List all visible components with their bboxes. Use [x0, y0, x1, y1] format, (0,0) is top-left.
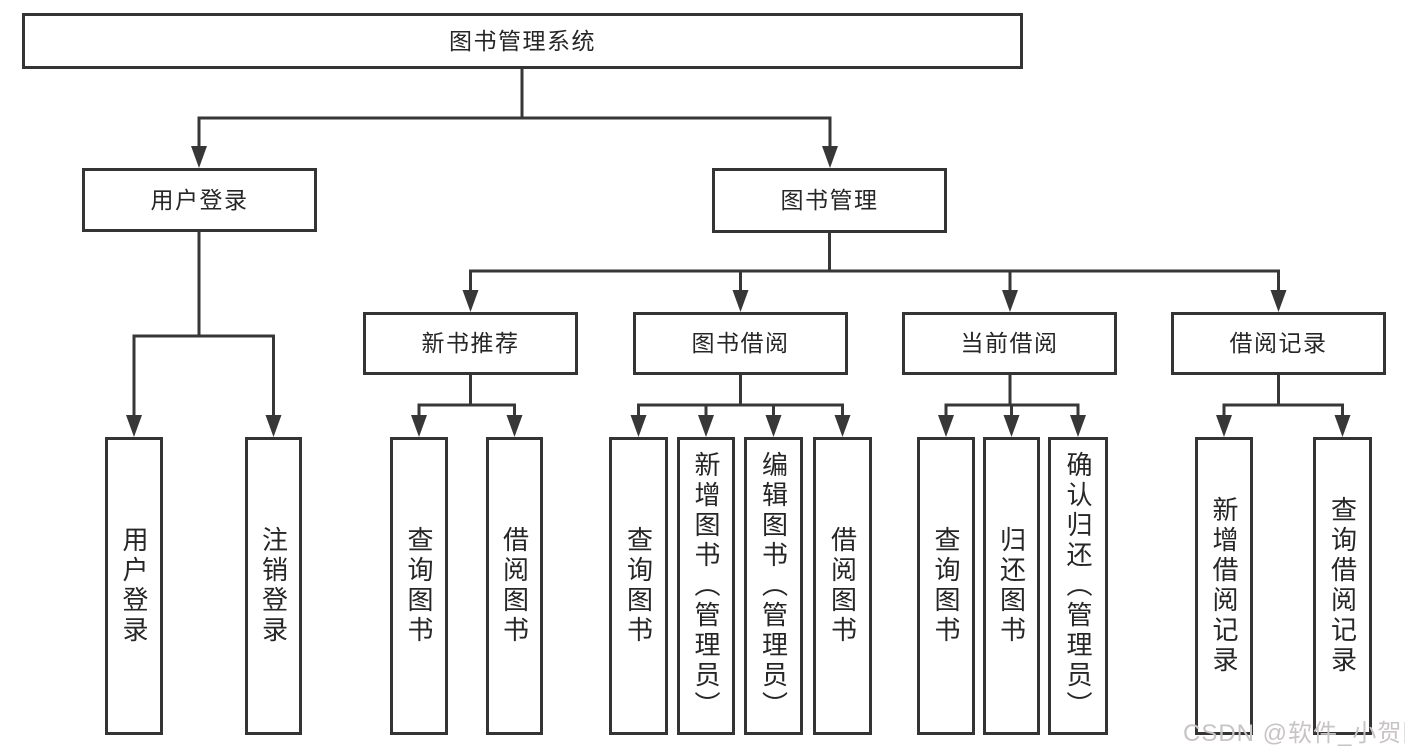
leaf-query-books-current: 查询图书	[917, 437, 975, 735]
arrow-icon	[630, 415, 647, 437]
arrow-icon	[191, 146, 207, 168]
node-library-management-system: 图书管理系统	[22, 13, 1023, 69]
arrow-icon	[938, 415, 954, 437]
node-borrowing-records: 借阅记录	[1171, 312, 1386, 375]
arrow-icon	[1070, 415, 1086, 437]
arrow-icon	[765, 415, 782, 437]
leaf-add-books-admin: 新增图书（管理员）	[677, 437, 735, 735]
arrow-icon	[732, 290, 749, 312]
leaf-query-books-recommend: 查询图书	[390, 437, 448, 735]
arrow-icon	[1270, 290, 1287, 312]
arrow-icon	[698, 415, 714, 437]
arrow-icon	[1216, 415, 1232, 437]
arrow-icon	[1002, 290, 1018, 312]
current-branch	[938, 375, 1086, 437]
arrow-icon	[822, 146, 838, 168]
arrow-icon	[1334, 415, 1351, 437]
node-book-borrowing: 图书借阅	[633, 312, 848, 375]
arrow-icon	[265, 415, 282, 437]
arrow-icon	[411, 415, 427, 437]
newbook-branch	[411, 375, 523, 437]
leaf-edit-books-admin: 编辑图书（管理员）	[744, 437, 803, 735]
records-branch	[1216, 375, 1351, 437]
arrow-icon	[126, 415, 142, 437]
borrow-branch	[630, 375, 851, 437]
leaf-confirm-return-admin: 确认归还（管理员）	[1048, 437, 1108, 735]
arrow-icon	[834, 415, 851, 437]
leaf-add-borrow-record: 新增借阅记录	[1195, 437, 1253, 735]
leaf-user-login: 用户登录	[105, 437, 163, 735]
arrow-icon	[1003, 415, 1020, 437]
node-user-login: 用户登录	[82, 168, 317, 232]
leaf-logout: 注销登录	[245, 437, 302, 735]
arrow-icon	[462, 290, 479, 312]
node-new-book-recommendation: 新书推荐	[363, 312, 578, 375]
management-branch	[462, 233, 1287, 312]
leaf-query-borrow-record: 查询借阅记录	[1313, 437, 1372, 735]
node-current-borrowing: 当前借阅	[902, 312, 1117, 375]
arrow-icon	[506, 415, 523, 437]
login-branch	[126, 232, 282, 437]
leaf-return-books: 归还图书	[983, 437, 1040, 735]
leaf-borrow-books: 借阅图书	[813, 437, 872, 735]
leaf-borrow-books-recommend: 借阅图书	[486, 437, 543, 735]
watermark-text: CSDN @软件_小贺同	[1183, 720, 1405, 747]
root-branch	[191, 69, 838, 168]
leaf-query-books-borrow: 查询图书	[609, 437, 668, 735]
csdn-watermark: CSDN @软件_小贺同学	[1183, 713, 1405, 747]
node-book-management: 图书管理	[712, 168, 947, 233]
